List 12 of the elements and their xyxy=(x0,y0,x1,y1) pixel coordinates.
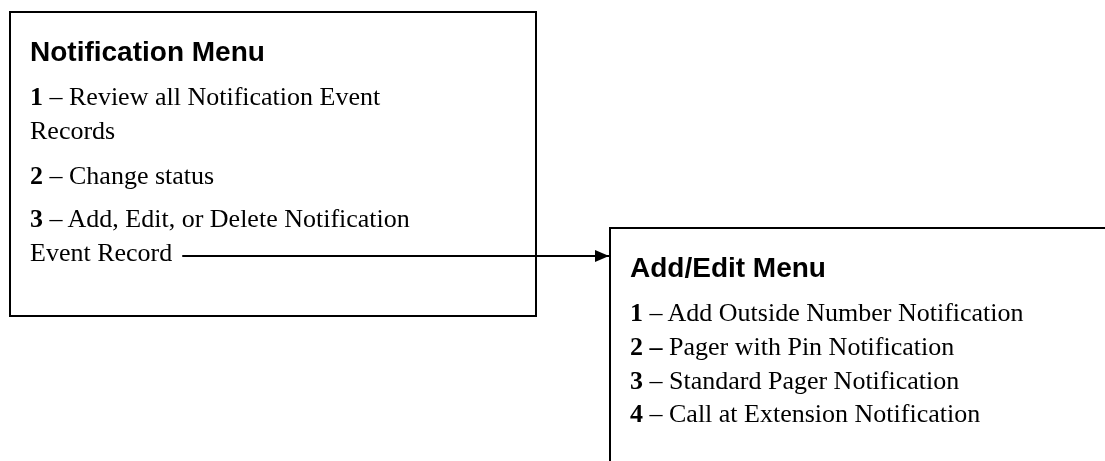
arrow xyxy=(181,250,610,262)
menu-option: 4 – Call at Extension Notification xyxy=(630,397,1100,431)
menu-box xyxy=(609,227,1105,461)
menu-title: Add/Edit Menu xyxy=(630,252,827,284)
menu-option: 2 – Pager with Pin Notification xyxy=(630,330,1100,364)
menu-option: 2 – Change status xyxy=(30,159,470,193)
menu-option: 3 – Add, Edit, or Delete Notification Event Record xyxy=(30,202,470,270)
menu-title: Notification Menu xyxy=(30,36,266,68)
menu-box xyxy=(9,11,537,317)
menu-option: 1 – Review all Notification Event Records xyxy=(30,80,470,148)
menu-option: 3 – Standard Pager Notification xyxy=(630,364,1100,398)
menu-option: 1 – Add Outside Number Notification xyxy=(630,296,1100,330)
